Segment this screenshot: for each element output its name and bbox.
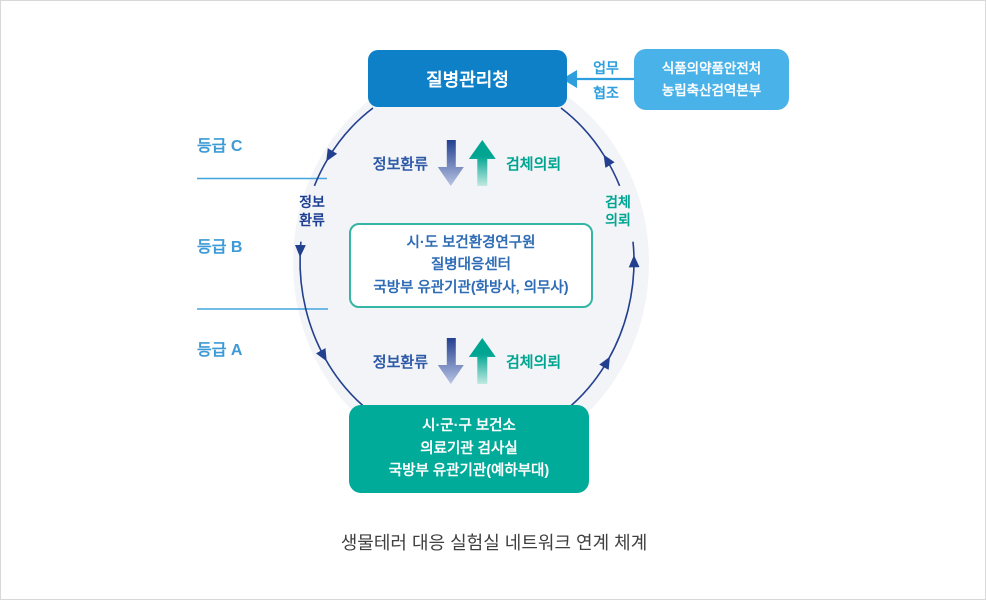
sample-request-label: 검체의뢰 xyxy=(506,353,562,371)
down-arrow-icon xyxy=(438,140,464,186)
ring-right-flow xyxy=(560,107,640,407)
provincial-line-2: 질병대응센터 xyxy=(430,257,512,274)
provincial-line-1: 시·도 보건환경연구원 xyxy=(406,234,536,251)
down-arrow-icon xyxy=(438,338,464,384)
ring-label-sample-request: 검체 의뢰 xyxy=(605,194,631,228)
flow-pair-upper: 정보환류 검체의뢰 xyxy=(373,140,561,186)
grade-a-label: 등급 A xyxy=(197,342,243,359)
grade-b-label: 등급 B xyxy=(197,239,243,256)
up-arrow-icon xyxy=(469,140,496,186)
diagram-caption: 생물테러 대응 실험실 네트워크 연계 체계 xyxy=(340,533,648,553)
info-feedback-label: 정보환류 xyxy=(372,155,428,173)
left-arrowhead-icon xyxy=(562,70,577,88)
grade-c-label: 등급 C xyxy=(197,138,243,155)
partner-line-2: 농립축산검역본부 xyxy=(661,82,762,98)
ring-left-flow xyxy=(294,107,374,407)
kdca-box: 질병관리청 xyxy=(368,50,567,107)
ring-label-info-feedback: 정보 환류 xyxy=(299,194,325,228)
partner-line-1: 식품의약품안전처 xyxy=(661,60,762,76)
local-line-2: 의료기관 검사실 xyxy=(420,440,518,457)
cooperation-label-top: 업무 xyxy=(593,60,619,76)
sample-request-label: 검체의뢰 xyxy=(506,155,562,173)
local-tier-box: 시·군·구 보건소 의료기관 검사실 국방부 유관기관(예하부대) xyxy=(349,405,589,493)
info-feedback-label: 정보환류 xyxy=(372,353,428,371)
local-line-1: 시·군·구 보건소 xyxy=(422,418,516,435)
up-arrow-icon xyxy=(469,338,496,384)
flow-pair-lower: 정보환류 검체의뢰 xyxy=(373,338,561,384)
local-line-3: 국방부 유관기관(예하부대) xyxy=(388,463,550,480)
cooperation-label-bottom: 협조 xyxy=(593,85,619,101)
partner-agencies-box: 식품의약품안전처 농립축산검역본부 xyxy=(634,49,789,110)
provincial-line-3: 국방부 유관기관(화방사, 의무사) xyxy=(373,279,569,296)
provincial-tier-box: 시·도 보건환경연구원 질병대응센터 국방부 유관기관(화방사, 의무사) xyxy=(349,223,593,308)
cooperation-arrow xyxy=(562,70,634,88)
kdca-label: 질병관리청 xyxy=(426,69,509,90)
